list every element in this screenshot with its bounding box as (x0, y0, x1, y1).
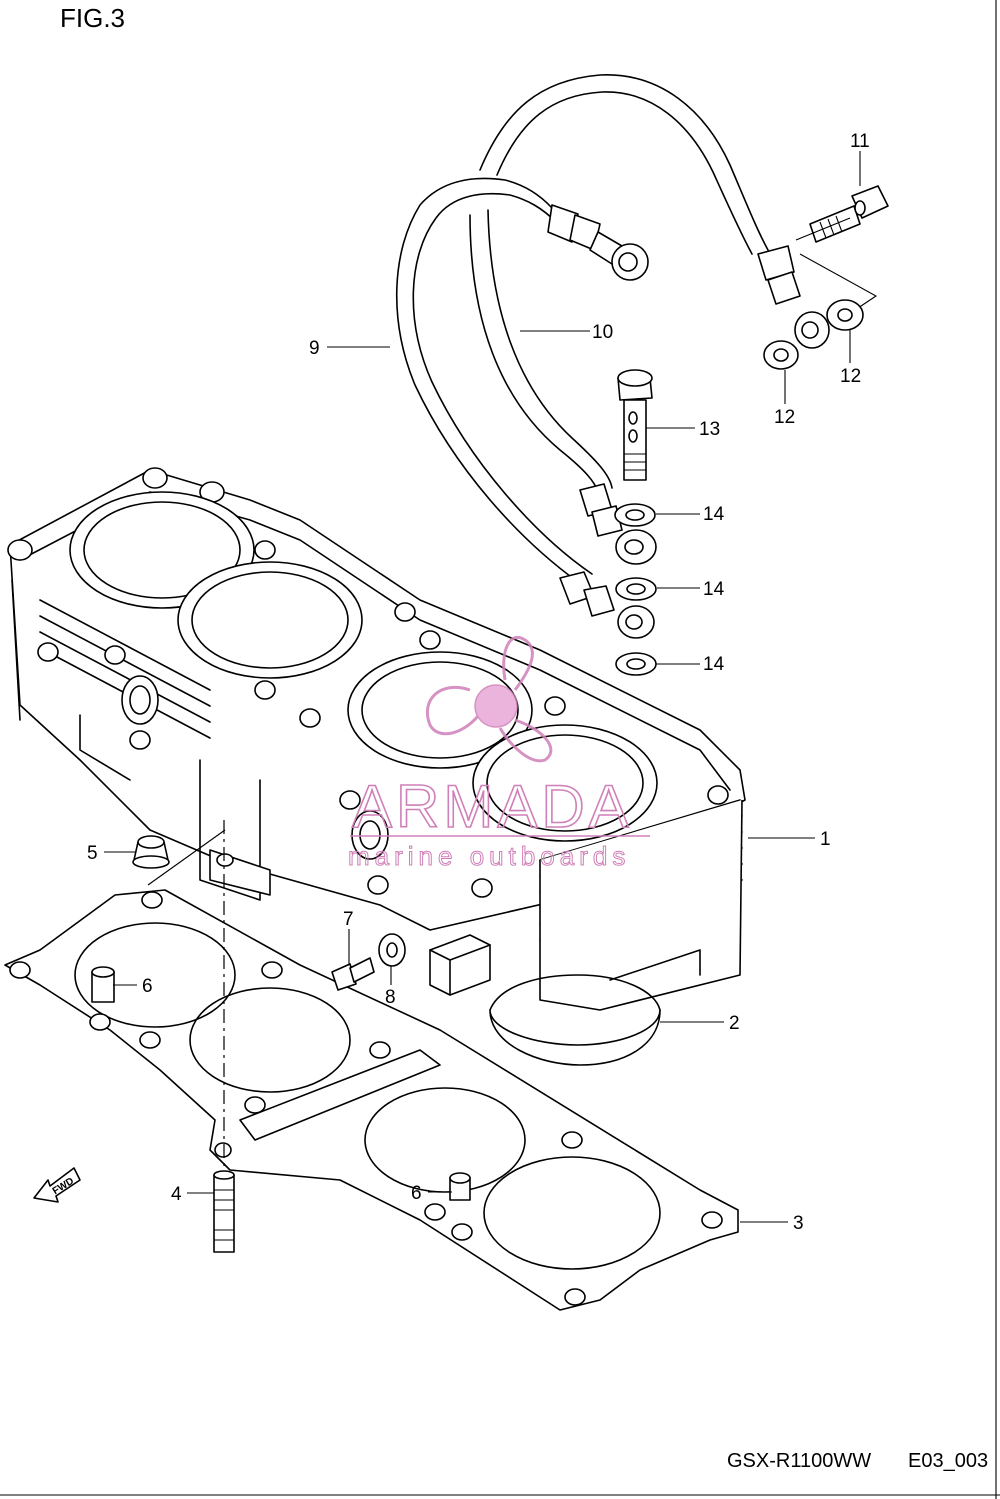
figure-title: FIG.3 (60, 3, 125, 33)
callout-14c: 14 (703, 654, 725, 675)
callout-12a: 12 (774, 407, 795, 428)
figure-ref-code: E03_003 (908, 1450, 988, 1472)
dowel-pin-6b[interactable] (449, 1172, 471, 1201)
gasket-washer-14b[interactable] (615, 577, 657, 601)
callout-3: 3 (793, 1213, 804, 1234)
oil-hose-10[interactable] (469, 74, 830, 565)
callout-6a: 6 (142, 976, 153, 997)
bolt-11-guide (795, 217, 878, 311)
callout-12b: 12 (840, 366, 861, 387)
callout-14a: 14 (703, 504, 725, 525)
propeller-logo-icon (425, 636, 553, 763)
callout-8: 8 (385, 987, 396, 1008)
callout-10: 10 (592, 322, 613, 343)
watermark-brand: ARMADA (352, 773, 633, 840)
bolt-7[interactable] (331, 957, 375, 991)
nut-5[interactable] (132, 835, 170, 869)
watermark: ARMADA marine outboards (348, 636, 650, 872)
gasket-washer-12a[interactable] (763, 340, 799, 370)
gasket-washer-14c[interactable] (615, 652, 657, 676)
callout-13: 13 (699, 419, 720, 440)
callout-9: 9 (309, 338, 320, 359)
callout-11: 11 (850, 131, 870, 152)
union-bolt-11[interactable] (809, 185, 889, 243)
gasket-washer-12b[interactable] (826, 299, 864, 331)
callout-5: 5 (87, 843, 98, 864)
callout-2: 2 (729, 1013, 740, 1034)
stud-bolt-4[interactable] (213, 1170, 235, 1253)
fwd-arrow-icon: FWD (33, 1167, 81, 1203)
nut-5-guide (147, 829, 226, 886)
union-bolt-13[interactable] (617, 369, 653, 481)
figure-model-code: GSX-R1100WW (727, 1450, 871, 1472)
watermark-tagline: marine outboards (348, 841, 630, 871)
cylinder-block-1[interactable] (7, 467, 746, 1011)
cylinder-gasket-3[interactable] (4, 889, 739, 1311)
gasket-washer-14a[interactable] (614, 503, 656, 527)
callout-leaders (104, 151, 861, 1223)
callout-6b: 6 (411, 1183, 422, 1204)
callout-7: 7 (343, 909, 354, 930)
dowel-pin-6a[interactable] (91, 966, 115, 1003)
callout-4: 4 (171, 1184, 182, 1205)
oil-hose-9[interactable] (396, 177, 655, 639)
callout-1: 1 (820, 829, 831, 850)
callout-14b: 14 (703, 579, 725, 600)
cylinder-spigot-o-ring-2[interactable] (489, 974, 661, 1066)
gasket-8[interactable] (378, 933, 406, 967)
